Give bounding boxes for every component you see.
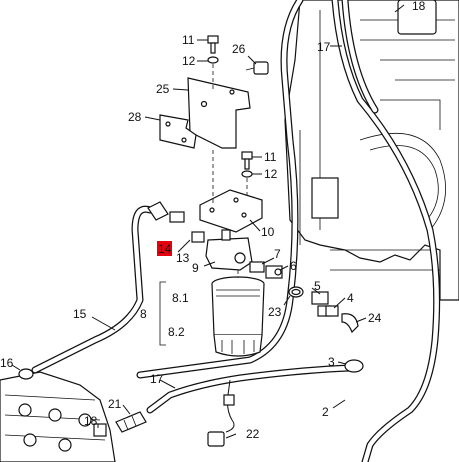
fitting-21 (115, 411, 147, 433)
engine-housing (284, 0, 459, 301)
label-2: 2 (322, 405, 329, 419)
label-11-mid: 11 (264, 150, 277, 164)
filter-head-9 (205, 229, 253, 271)
label-26: 26 (232, 42, 246, 56)
label-10: 10 (261, 225, 275, 239)
elbow-24 (341, 313, 359, 334)
label-8-2: 8.2 (168, 325, 185, 339)
fitting-5 (311, 291, 331, 317)
label-22: 22 (246, 427, 260, 441)
part-labels: 18 17 11 26 12 25 28 11 12 10 14 13 9 7 … (0, 0, 426, 441)
label-5: 5 (314, 279, 321, 293)
sensor-22 (207, 379, 235, 447)
label-11-top: 11 (182, 33, 195, 47)
highlight-marker-14 (157, 241, 172, 256)
fitting-14 (147, 201, 185, 223)
label-17-bottom: 17 (150, 372, 164, 386)
label-12-top: 12 (182, 54, 196, 68)
fitting-7 (249, 261, 265, 273)
label-18-top: 18 (412, 0, 426, 13)
hose-15 (31, 205, 154, 374)
fitting-13 (191, 231, 205, 243)
hose-17-bottom (146, 364, 354, 414)
o-ring-23 (288, 286, 304, 298)
clamp-3 (344, 359, 364, 373)
bolt-11-mid (241, 151, 253, 200)
label-8-1: 8.1 (172, 291, 189, 305)
label-3: 3 (328, 355, 335, 369)
label-21: 21 (108, 397, 122, 411)
hose-2 (331, 0, 441, 462)
label-17-top: 17 (317, 40, 331, 54)
mount-plate-10 (199, 150, 263, 233)
label-25: 25 (156, 82, 170, 96)
hose-17-top (136, 0, 304, 379)
label-16: 16 (0, 356, 14, 370)
label-28: 28 (128, 110, 142, 124)
label-4: 4 (347, 291, 354, 305)
bolt-11-top (207, 35, 219, 90)
label-9: 9 (192, 261, 199, 275)
bracket-28 (159, 114, 197, 149)
clamp-16 (18, 368, 34, 380)
label-23: 23 (268, 305, 282, 319)
label-6: 6 (290, 259, 297, 273)
fitting-4 (325, 305, 339, 317)
label-7: 7 (274, 247, 281, 261)
bracket-25 (187, 77, 251, 149)
label-8: 8 (140, 307, 147, 321)
engine-block-bottom-left (0, 371, 116, 462)
part-26 (245, 61, 269, 75)
label-24: 24 (368, 311, 382, 325)
leader-lines (11, 4, 405, 439)
fitting-6 (265, 265, 283, 279)
label-18-bottom: 18 (84, 414, 98, 428)
label-12-mid: 12 (264, 167, 278, 181)
label-14: 14 (158, 242, 172, 256)
label-15: 15 (73, 307, 87, 321)
filter-cartridge-8 (159, 270, 265, 357)
label-13: 13 (176, 251, 190, 265)
connector-18-bottom (93, 423, 107, 437)
